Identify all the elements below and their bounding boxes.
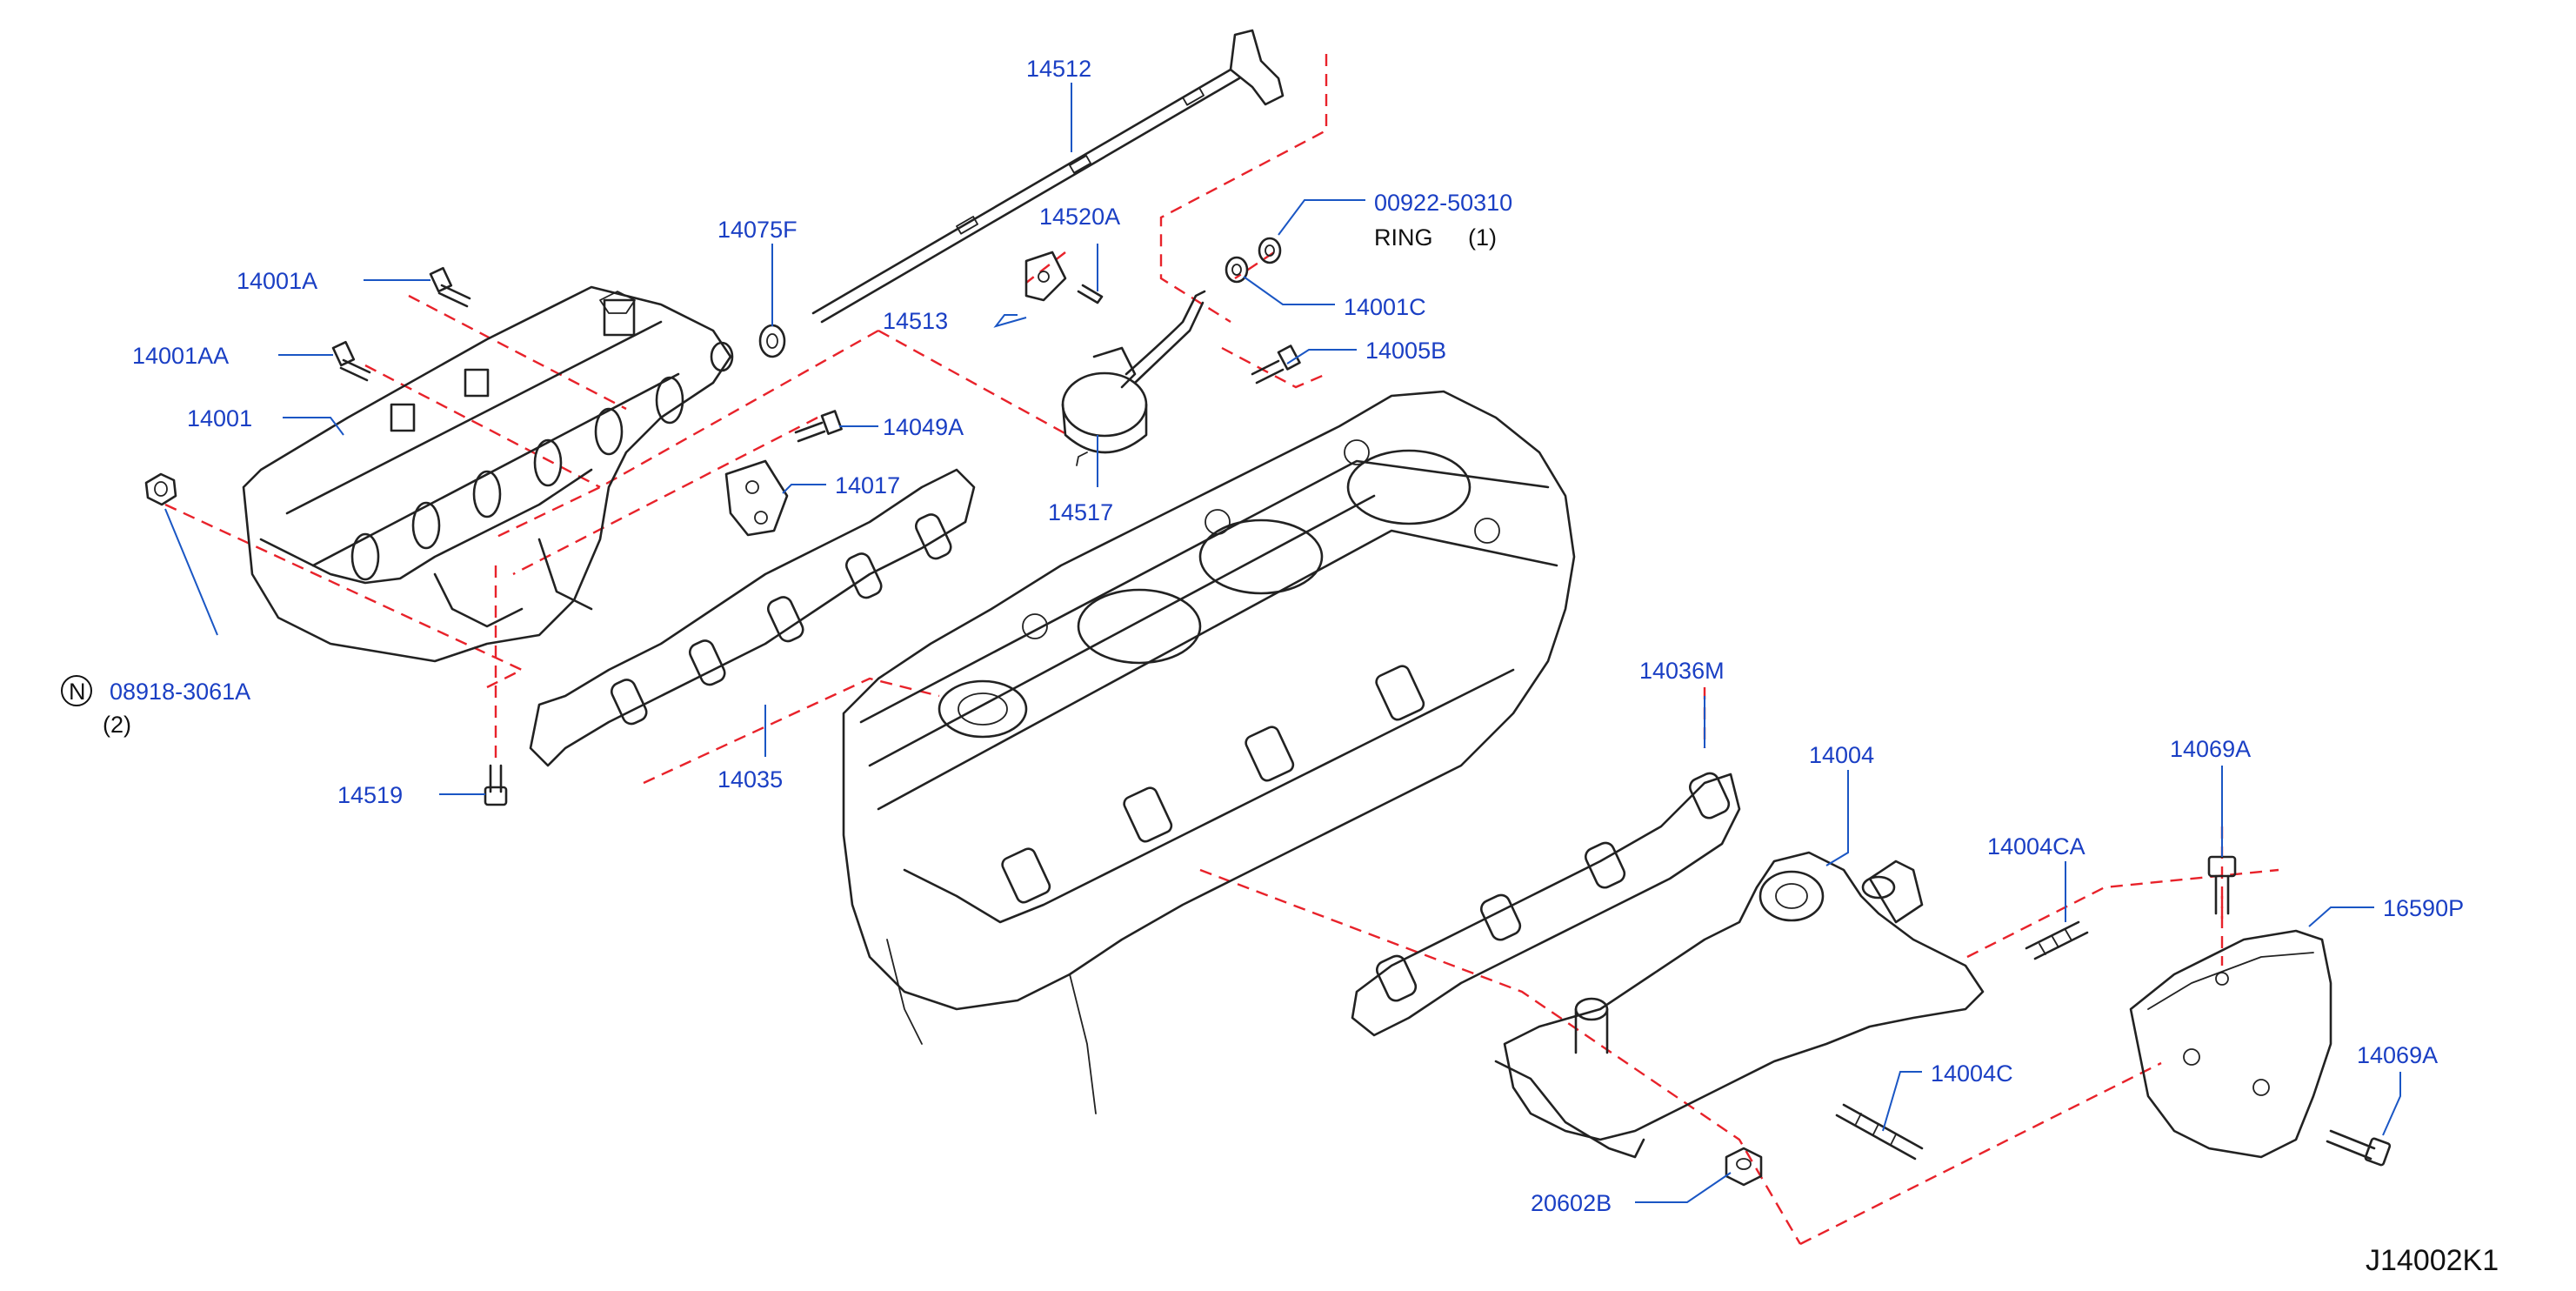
label-14017: 14017: [835, 472, 900, 498]
label-14036M: 14036M: [1639, 658, 1725, 684]
actuator-14517: [1061, 290, 1206, 466]
bracket-14520A: [1024, 251, 1104, 304]
rod-14512: [811, 29, 1285, 324]
label-ring-qty: (1): [1468, 224, 1497, 251]
stud-14519: [484, 764, 508, 806]
bushing-14075F: [758, 324, 786, 358]
leader-lines: [164, 83, 2401, 1203]
label-14520A: 14520A: [1039, 204, 1120, 230]
label-14004C: 14004C: [1931, 1060, 2013, 1087]
gasket-14036M: [1351, 772, 1741, 1037]
assembly-lines: [164, 54, 2279, 1246]
diagram-code: J14002K1: [2366, 1244, 2499, 1277]
label-14001AA: 14001AA: [132, 343, 229, 369]
labels: 14512 00922-50310 RING (1) 14075F 14520A…: [61, 56, 2499, 1277]
label-14001A: 14001A: [237, 268, 317, 294]
label-14513: 14513: [883, 308, 948, 334]
label-14035: 14035: [717, 766, 783, 793]
label-00922-50310: 00922-50310: [1374, 190, 1512, 216]
label-16590P: 16590P: [2383, 895, 2464, 921]
label-qty-2: (2): [103, 712, 131, 738]
label-14512: 14512: [1026, 56, 1091, 82]
bracket-14017: [724, 459, 789, 537]
label-14004CA: 14004CA: [1987, 833, 2085, 860]
label-14001C: 14001C: [1344, 294, 1426, 320]
label-14049A: 14049A: [883, 414, 964, 440]
label-14004: 14004: [1809, 742, 1874, 768]
label-20602B: 20602B: [1531, 1190, 1612, 1216]
n-symbol: N: [69, 679, 86, 705]
cylinder-head: [842, 390, 1576, 1114]
n-symbol-circle: [61, 675, 92, 706]
stud-14004CA: [2025, 920, 2089, 960]
bolt-14049A: [794, 410, 843, 443]
bolt-14005B: [1251, 344, 1301, 385]
nut-08918: [144, 472, 177, 506]
label-14075F: 14075F: [717, 217, 797, 243]
gasket-14035: [529, 468, 976, 767]
bolt-14069A-bottom: [2326, 1129, 2392, 1167]
heat-shield-16590P: [2129, 929, 2332, 1159]
seal-14001C: [1225, 256, 1249, 284]
ring-00922-50310: [1258, 237, 1282, 264]
label-14069A-top: 14069A: [2170, 736, 2251, 762]
label-08918-3061A: 08918-3061A: [110, 679, 250, 705]
bolt-14001A: [429, 266, 471, 308]
nut-20602B: [1725, 1147, 1763, 1187]
intake-manifold-14001: [242, 285, 734, 663]
exhaust-manifold-14004: [1494, 851, 1985, 1159]
stud-14004C: [1835, 1103, 1924, 1161]
label-ring-note: RING: [1374, 224, 1433, 251]
label-14069A-bottom: 14069A: [2357, 1042, 2438, 1068]
bolt-14001AA: [331, 340, 371, 382]
label-14001: 14001: [187, 405, 252, 431]
label-14517: 14517: [1048, 499, 1113, 525]
label-14005B: 14005B: [1365, 338, 1446, 364]
label-14519: 14519: [337, 782, 403, 808]
